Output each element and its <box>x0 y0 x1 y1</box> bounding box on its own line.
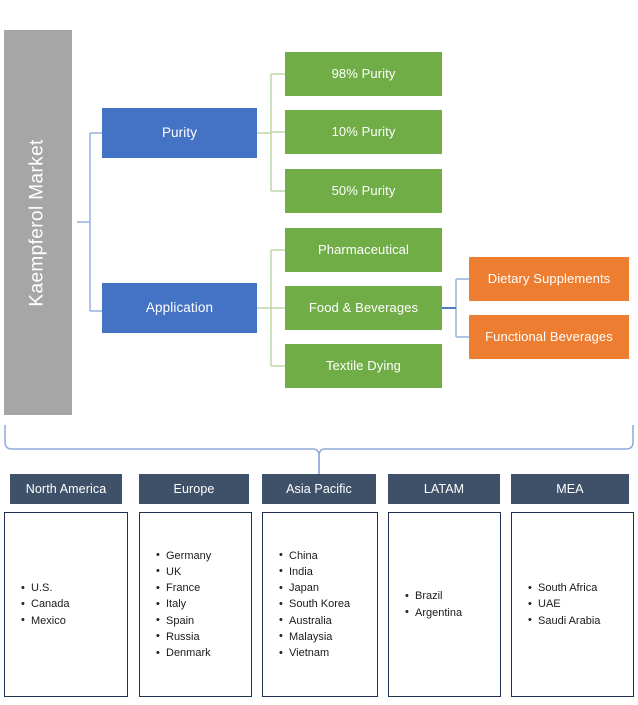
country-list-item: Australia <box>279 612 377 629</box>
application-textile-dying[interactable]: Textile Dying <box>285 344 442 388</box>
subsegment-dietary-supplements-label: Dietary Supplements <box>487 270 611 286</box>
region-header-europe[interactable]: Europe <box>139 474 249 504</box>
application-food-beverages-label: Food & Beverages <box>308 299 419 315</box>
country-list-item: Saudi Arabia <box>528 612 633 629</box>
purity-type-50-label: 50% Purity <box>331 182 396 198</box>
country-list-item: India <box>279 563 377 580</box>
country-list-item: Malaysia <box>279 628 377 645</box>
country-list-item: Mexico <box>21 612 127 629</box>
connector-region-brace-left <box>4 425 320 477</box>
region-column-latam: LATAM BrazilArgentina <box>388 474 501 697</box>
subsegment-functional-beverages[interactable]: Functional Beverages <box>469 315 629 359</box>
country-list-item: South Africa <box>528 580 633 596</box>
root-market-bar: Kaempferol Market <box>4 30 72 415</box>
subsegment-dietary-supplements[interactable]: Dietary Supplements <box>469 257 629 301</box>
purity-type-10-label: 10% Purity <box>331 123 396 139</box>
purity-type-10[interactable]: 10% Purity <box>285 110 442 154</box>
purity-type-98[interactable]: 98% Purity <box>285 52 442 96</box>
country-list-item: Canada <box>21 596 127 612</box>
region-column-europe: Europe GermanyUKFranceItalySpainRussiaDe… <box>139 474 252 697</box>
region-body-asia-pacific: ChinaIndiaJapanSouth KoreaAustraliaMalay… <box>262 512 378 697</box>
country-list-item: U.S. <box>21 580 127 596</box>
segment-application-label: Application <box>145 300 214 316</box>
country-list-item: France <box>156 580 251 596</box>
country-list-item: Spain <box>156 612 251 629</box>
application-pharmaceutical[interactable]: Pharmaceutical <box>285 228 442 272</box>
region-column-mea: MEA South AfricaUAESaudi Arabia <box>511 474 634 697</box>
region-body-europe: GermanyUKFranceItalySpainRussiaDenmark <box>139 512 252 697</box>
country-list-item: Brazil <box>405 588 500 604</box>
region-body-north-america: U.S.CanadaMexico <box>4 512 128 697</box>
country-list-item: South Korea <box>279 596 377 612</box>
country-list-item: Russia <box>156 628 251 645</box>
country-list-latam: BrazilArgentina <box>389 588 500 621</box>
application-food-beverages[interactable]: Food & Beverages <box>285 286 442 330</box>
segment-purity[interactable]: Purity <box>102 108 257 158</box>
segment-application[interactable]: Application <box>102 283 257 333</box>
connector-region-brace-right <box>318 425 634 477</box>
region-body-mea: South AfricaUAESaudi Arabia <box>511 512 634 697</box>
application-textile-dying-label: Textile Dying <box>326 357 401 373</box>
country-list-item: Japan <box>279 580 377 596</box>
country-list-item: UK <box>156 563 251 580</box>
country-list-item: Argentina <box>405 604 500 621</box>
root-market-label: Kaempferol Market <box>27 138 49 307</box>
subsegment-functional-beverages-label: Functional Beverages <box>485 328 613 344</box>
country-list-item: UAE <box>528 596 633 612</box>
country-list-item: Denmark <box>156 644 251 661</box>
region-header-north-america[interactable]: North America <box>10 474 122 504</box>
region-column-asia-pacific: Asia Pacific ChinaIndiaJapanSouth KoreaA… <box>262 474 378 697</box>
country-list-mea: South AfricaUAESaudi Arabia <box>512 580 633 629</box>
region-column-north-america: North America U.S.CanadaMexico <box>4 474 128 697</box>
purity-type-50[interactable]: 50% Purity <box>285 169 442 213</box>
country-list-item: Germany <box>156 547 251 564</box>
application-pharmaceutical-label: Pharmaceutical <box>318 241 409 257</box>
country-list-europe: GermanyUKFranceItalySpainRussiaDenmark <box>140 547 251 661</box>
country-list-item: China <box>279 547 377 564</box>
region-header-latam[interactable]: LATAM <box>388 474 500 504</box>
region-body-latam: BrazilArgentina <box>388 512 501 697</box>
country-list-asia-pacific: ChinaIndiaJapanSouth KoreaAustraliaMalay… <box>263 547 377 661</box>
region-header-asia-pacific[interactable]: Asia Pacific <box>262 474 376 504</box>
segment-purity-label: Purity <box>161 125 198 141</box>
country-list-item: Vietnam <box>279 644 377 661</box>
region-header-mea[interactable]: MEA <box>511 474 629 504</box>
purity-type-98-label: 98% Purity <box>331 65 396 81</box>
country-list-north-america: U.S.CanadaMexico <box>5 580 127 629</box>
country-list-item: Italy <box>156 596 251 612</box>
